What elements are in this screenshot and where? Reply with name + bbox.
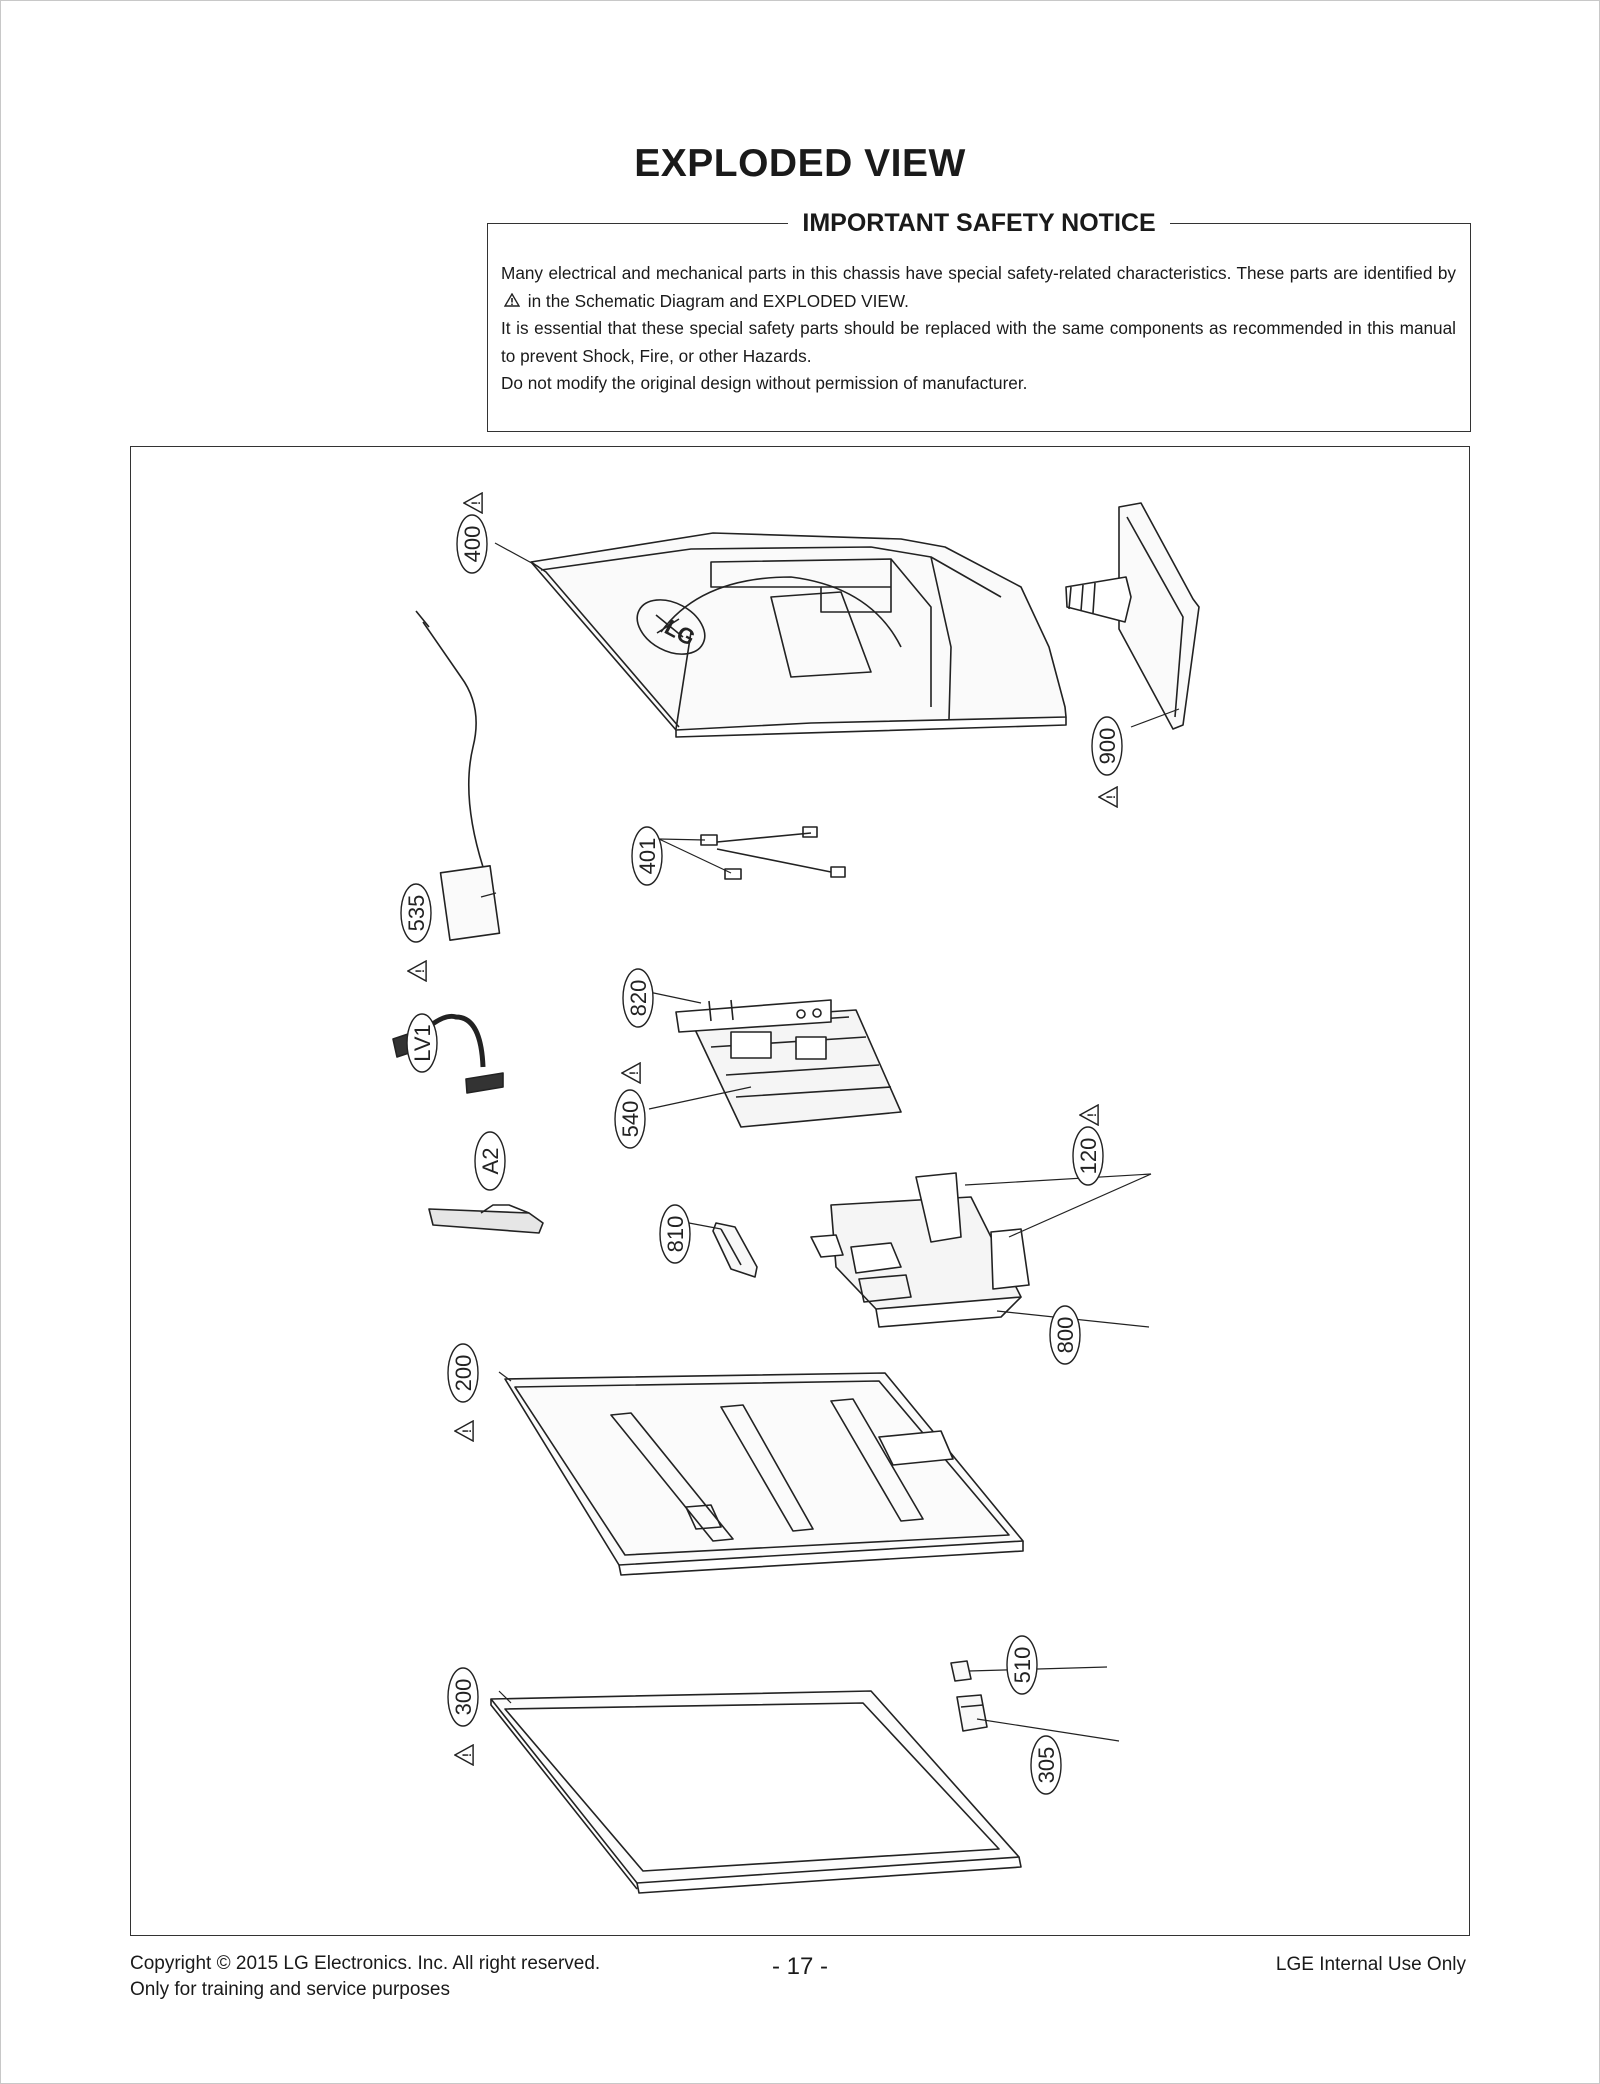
- callout-labels: 400 900 401 535 820 LV1 540 120 A2 810 8…: [404, 526, 1120, 1784]
- callout-lv1: LV1: [410, 1024, 435, 1062]
- small-button-parts: [950, 1660, 988, 1732]
- callout-800: 800: [1053, 1317, 1078, 1354]
- key-controller-part: [428, 1204, 544, 1234]
- callout-540: 540: [618, 1101, 643, 1138]
- main-board-part: [675, 999, 902, 1128]
- warning-triangle-icon: [1079, 1104, 1099, 1126]
- callout-a2: A2: [478, 1148, 503, 1175]
- front-bezel-part: [490, 1690, 1022, 1894]
- page-number: - 17 -: [771, 1953, 828, 1980]
- power-adapter-part: [415, 610, 501, 941]
- bracket-810-part: [712, 1222, 758, 1278]
- bracket-screws-part: [700, 826, 846, 880]
- footer-left: Copyright © 2015 LG Electronics. Inc. Al…: [130, 1951, 600, 2003]
- stand-part: [1065, 502, 1200, 730]
- callout-ellipses: [400, 514, 1123, 1795]
- callout-535: 535: [404, 895, 429, 932]
- power-board-part: [810, 1172, 1030, 1328]
- notice-paragraph-2: It is essential that these special safet…: [501, 318, 1456, 366]
- chassis-frame-part: [504, 1372, 1024, 1576]
- notice-paragraph-3: Do not modify the original design withou…: [501, 373, 1028, 393]
- page-title: EXPLODED VIEW: [634, 142, 966, 185]
- footer-purpose: Only for training and service purposes: [130, 1979, 450, 2000]
- warning-triangle-icon: [463, 492, 483, 514]
- back-cover-part: [530, 532, 1067, 738]
- callout-820: 820: [626, 980, 651, 1017]
- safety-notice-body: Many electrical and mechanical parts in …: [501, 260, 1456, 398]
- safety-notice-title: IMPORTANT SAFETY NOTICE: [788, 209, 1170, 237]
- callout-120: 120: [1076, 1138, 1101, 1175]
- leader-lines: [480, 542, 1180, 1742]
- footer-usage: LGE Internal Use Only: [1275, 1954, 1466, 1975]
- footer-copyright: Copyright © 2015 LG Electronics. Inc. Al…: [130, 1953, 601, 1974]
- warning-triangle-icon: [454, 1744, 474, 1766]
- notice-line1-b: in the Schematic Diagram and EXPLODED VI…: [527, 290, 909, 311]
- warning-triangle-icon: [1098, 786, 1118, 808]
- warning-triangle-icon: [501, 288, 523, 316]
- warning-triangle-icon: [621, 1062, 641, 1084]
- exploded-view-diagram: ! LG: [130, 446, 1470, 1936]
- callout-305: 305: [1034, 1747, 1059, 1784]
- warning-triangle-icon: [407, 960, 427, 982]
- callout-400: 400: [460, 526, 485, 563]
- callout-300: 300: [451, 1679, 476, 1716]
- warning-triangle-icon: [454, 1420, 474, 1442]
- safety-notice-box: IMPORTANT SAFETY NOTICE Many electrical …: [487, 209, 1471, 432]
- notice-paragraph-1: Many electrical and mechanical parts in …: [501, 260, 1456, 315]
- callout-900: 900: [1095, 728, 1120, 765]
- exploded-view-drawing: ! LG: [392, 492, 1200, 1894]
- callout-810: 810: [663, 1216, 688, 1253]
- callout-510: 510: [1010, 1647, 1035, 1684]
- notice-line1-a: Many electrical and mechanical parts in …: [501, 263, 1456, 283]
- callout-401: 401: [635, 838, 660, 875]
- callout-200: 200: [451, 1355, 476, 1392]
